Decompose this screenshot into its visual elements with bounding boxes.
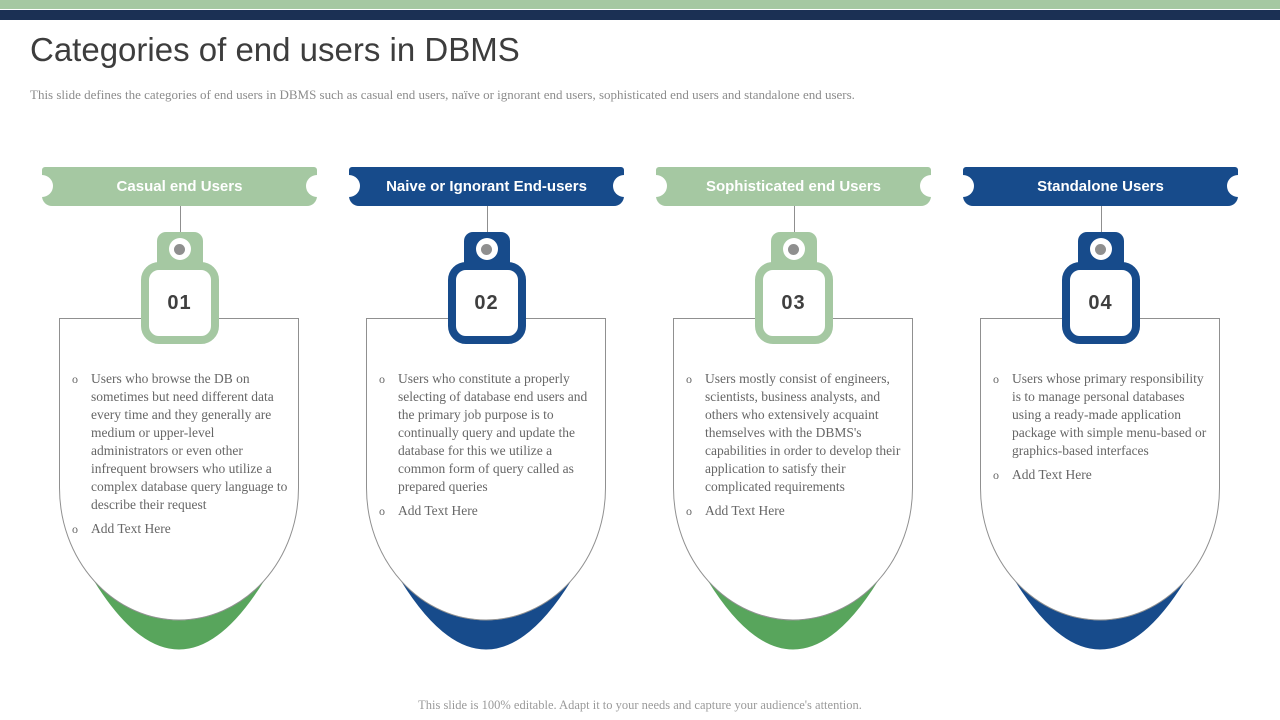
card-shape: [673, 318, 913, 650]
card-shape: [980, 318, 1220, 650]
connector-line: [1100, 206, 1102, 251]
category-column-standalone: Standalone Users 04 o Users whose primar…: [952, 167, 1249, 672]
bullet-icon: o: [379, 372, 385, 386]
tag-dot-icon: [481, 243, 492, 255]
category-number: 04: [1088, 291, 1113, 314]
bullet-item: o Users who constitute a properly select…: [379, 370, 598, 496]
card-outline: [673, 318, 913, 621]
bullet-item: o Users mostly consist of engineers, sci…: [686, 370, 905, 496]
bullet-list: o Users whose primary responsibility is …: [993, 370, 1212, 490]
card-shape: [366, 318, 606, 650]
crescent-shape: [401, 581, 571, 650]
category-title: Casual end Users: [116, 178, 243, 195]
category-card: o Users whose primary responsibility is …: [980, 318, 1220, 654]
number-badge: 04: [1061, 262, 1140, 344]
bullet-item: o Add Text Here: [993, 466, 1212, 484]
category-header-banner: Naive or Ignorant End-users: [338, 167, 635, 206]
bullet-list: o Users mostly consist of engineers, sci…: [686, 370, 905, 526]
category-column-naive: Naive or Ignorant End-users 02 o Users w…: [338, 167, 635, 672]
category-header-banner: Standalone Users: [952, 167, 1249, 206]
tag-hole-icon: [168, 238, 191, 260]
number-badge: 02: [447, 262, 526, 344]
tag-dot-icon: [1095, 243, 1106, 255]
crescent-shape: [94, 581, 264, 650]
connector-line: [793, 206, 795, 251]
bullet-list: o Users who browse the DB on sometimes b…: [72, 370, 291, 544]
tag-hole-icon: [475, 238, 498, 260]
bullet-text: Users who constitute a properly selectin…: [398, 371, 588, 494]
category-number: 01: [167, 291, 192, 314]
category-number: 03: [781, 291, 806, 314]
category-card: o Users who browse the DB on sometimes b…: [59, 318, 299, 654]
category-title: Naive or Ignorant End-users: [386, 178, 587, 195]
bullet-item: o Add Text Here: [72, 520, 291, 538]
card-outline: [366, 318, 606, 621]
tag-hole-icon: [1089, 238, 1112, 260]
bullet-icon: o: [72, 372, 78, 386]
tag-hole-icon: [782, 238, 805, 260]
bullet-icon: o: [72, 522, 78, 536]
bullet-icon: o: [993, 468, 999, 482]
category-title: Sophisticated end Users: [705, 178, 882, 195]
crescent-shape: [1015, 581, 1185, 650]
category-column-casual: Casual end Users 01 o Users who browse t…: [31, 167, 328, 672]
category-number: 02: [474, 291, 499, 314]
bullet-text: Users who browse the DB on sometimes but…: [91, 371, 288, 512]
crescent-shape: [708, 581, 878, 650]
category-header-banner: Casual end Users: [31, 167, 328, 206]
bullet-text: Add Text Here: [91, 521, 171, 536]
bullet-text: Add Text Here: [1012, 467, 1092, 482]
category-title: Standalone Users: [1037, 178, 1164, 195]
category-card: o Users who constitute a properly select…: [366, 318, 606, 654]
bullet-text: Users mostly consist of engineers, scien…: [705, 371, 901, 494]
category-column-sophisticated: Sophisticated end Users 03 o Users mostl…: [645, 167, 942, 672]
bullet-item: o Users whose primary responsibility is …: [993, 370, 1212, 460]
card-shape: [59, 318, 299, 650]
card-outline: [59, 318, 299, 621]
category-header-banner: Sophisticated end Users: [645, 167, 942, 206]
category-card: o Users mostly consist of engineers, sci…: [673, 318, 913, 654]
bullet-text: Add Text Here: [705, 503, 785, 518]
bullet-text: Add Text Here: [398, 503, 478, 518]
connector-line: [486, 206, 488, 251]
tag-dot-icon: [174, 243, 185, 255]
bullet-item: o Add Text Here: [379, 502, 598, 520]
slide-subtitle: This slide defines the categories of end…: [30, 87, 855, 102]
bullet-icon: o: [993, 372, 999, 386]
card-outline: [980, 318, 1220, 621]
page-title: Categories of end users in DBMS: [30, 31, 520, 68]
bullet-item: o Add Text Here: [686, 502, 905, 520]
connector-line: [179, 206, 181, 251]
bullet-list: o Users who constitute a properly select…: [379, 370, 598, 526]
bullet-text: Users whose primary responsibility is to…: [1012, 371, 1207, 458]
bullet-icon: o: [686, 372, 692, 386]
number-badge: 03: [754, 262, 833, 344]
top-green-bar: [0, 0, 1280, 9]
tag-dot-icon: [788, 243, 799, 255]
slide-footer-note: This slide is 100% editable. Adapt it to…: [418, 698, 862, 712]
bullet-icon: o: [379, 504, 385, 518]
top-navy-bar: [0, 10, 1280, 20]
bullet-item: o Users who browse the DB on sometimes b…: [72, 370, 291, 514]
bullet-icon: o: [686, 504, 692, 518]
number-badge: 01: [140, 262, 219, 344]
